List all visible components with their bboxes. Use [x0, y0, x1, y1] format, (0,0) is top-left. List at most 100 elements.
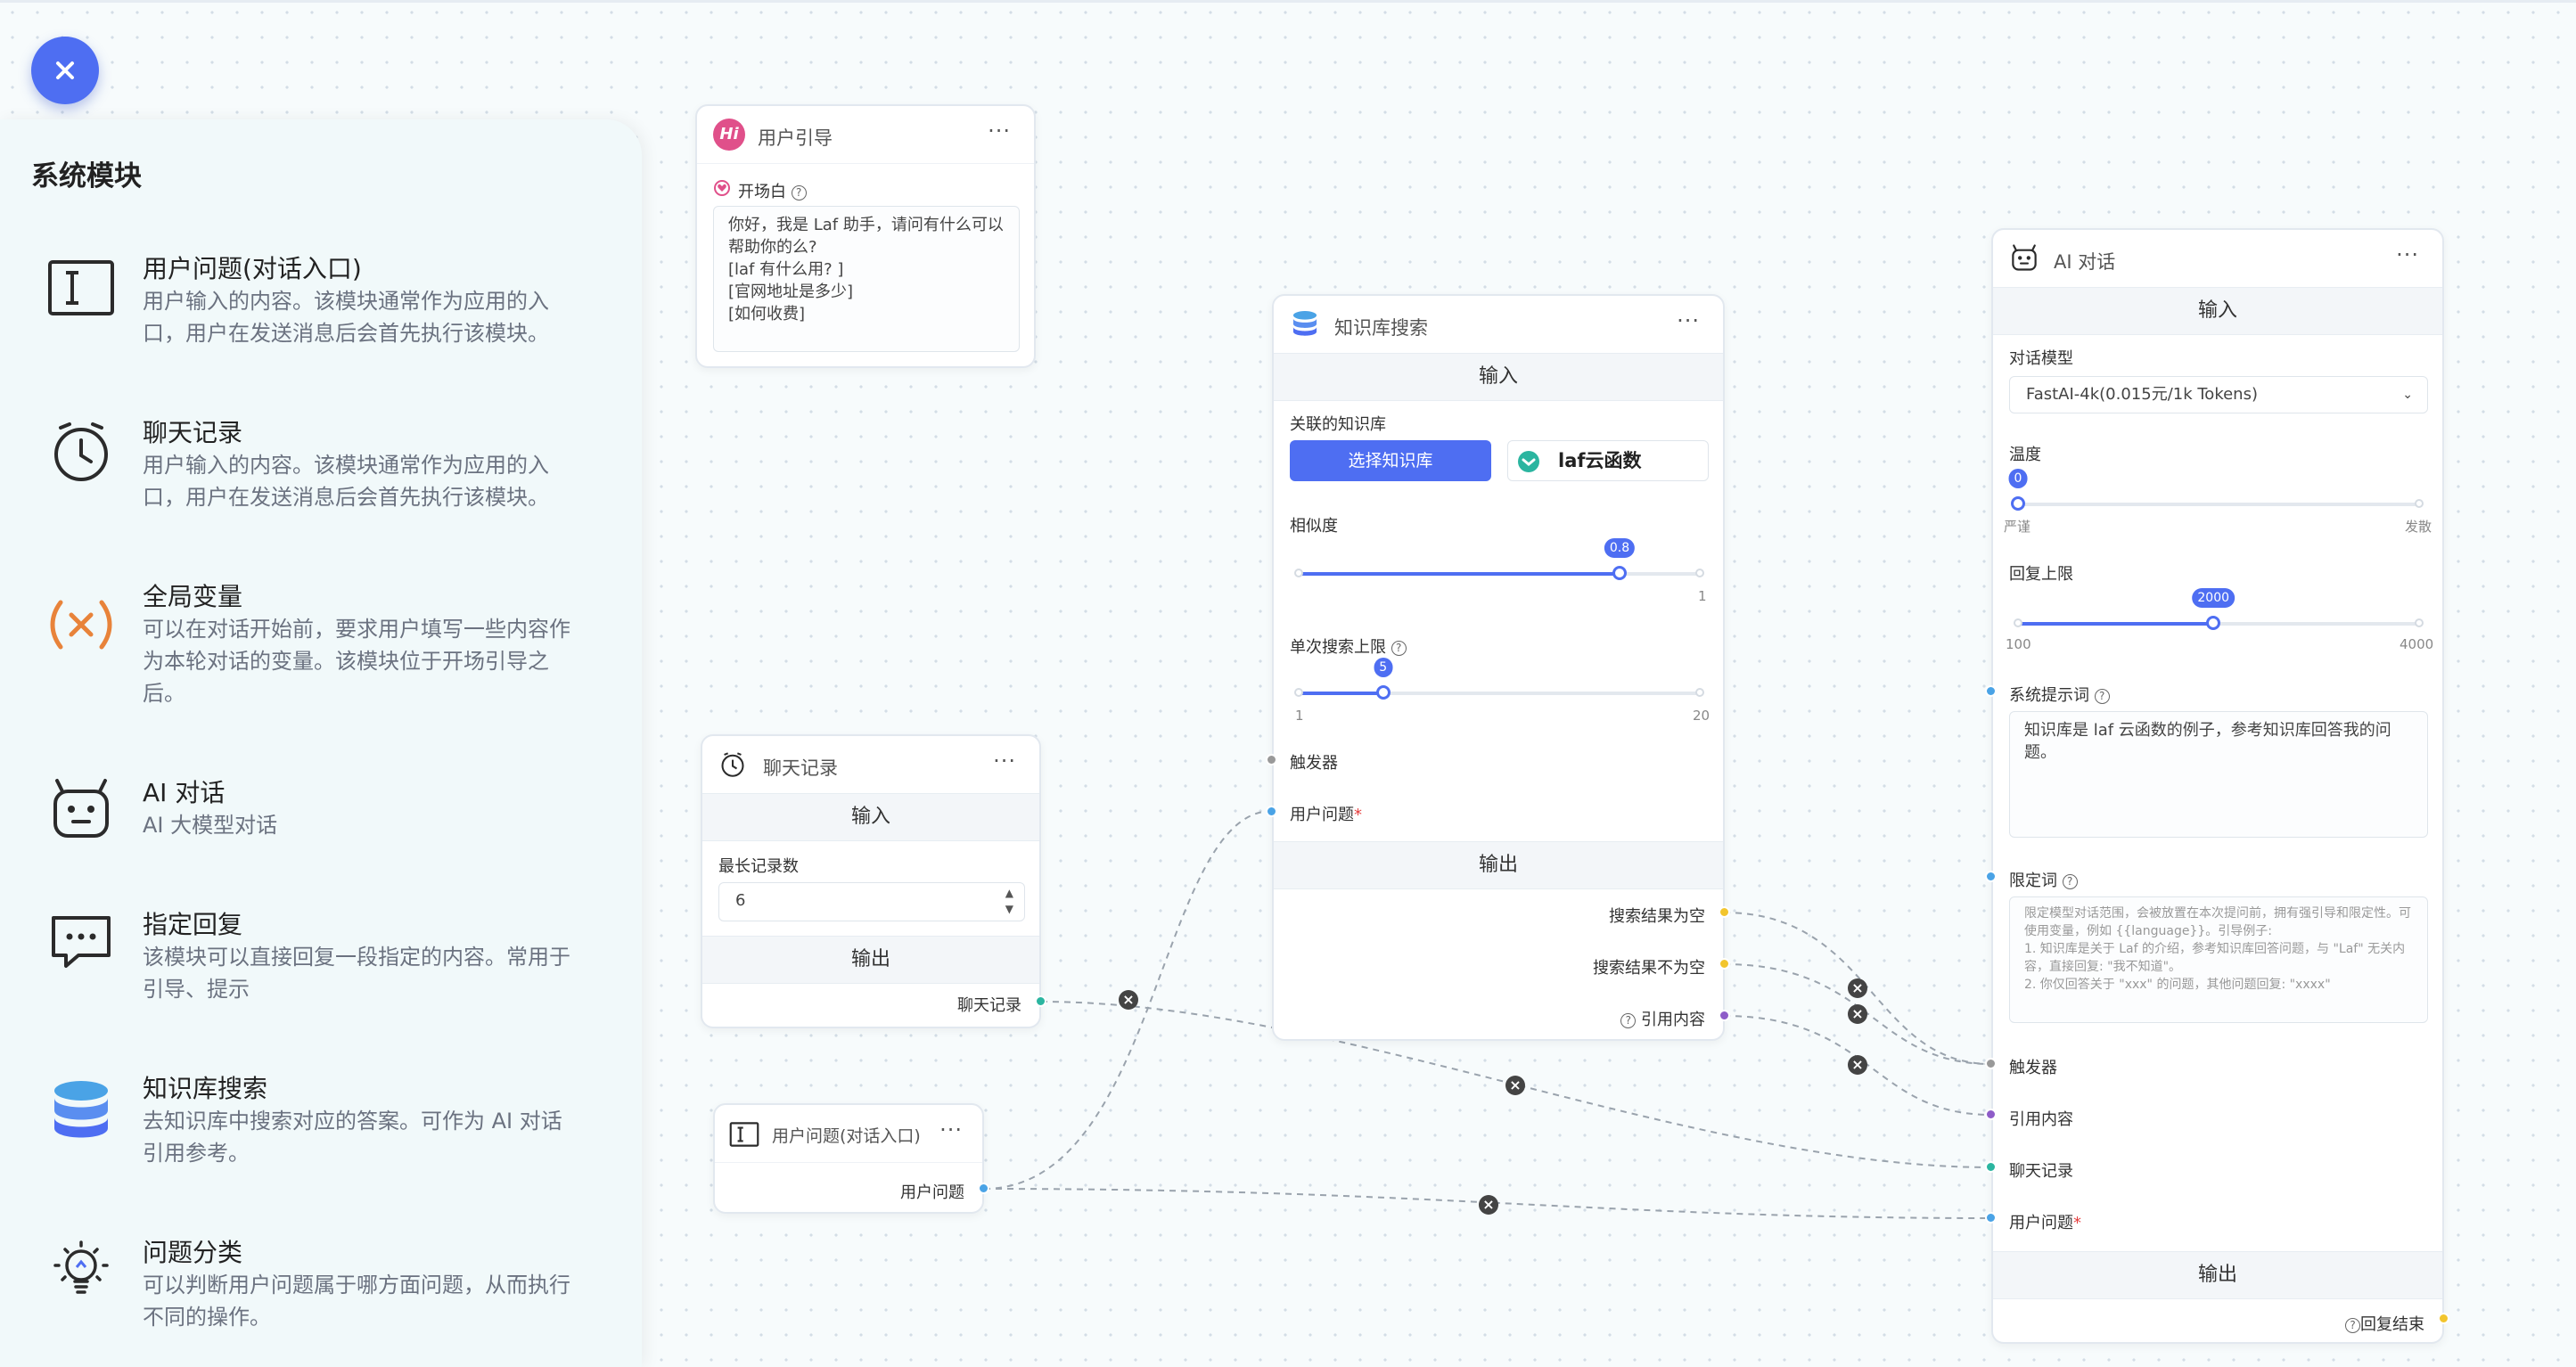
output-empty-label: 搜索结果为空 [1609, 907, 1705, 926]
edge-notempty-to-trigger [1723, 963, 1992, 1065]
limit-words-label: 限定词 ? [2009, 868, 2078, 891]
database-icon [1292, 311, 1317, 336]
similarity-slider-thumb[interactable] [1612, 566, 1627, 580]
node-kb-search[interactable]: 知识库搜索 ··· 输入 关联的知识库 选择知识库 laf云函数 相似度 0.8… [1272, 294, 1725, 1041]
chat-bubble-icon [52, 916, 111, 968]
kb-logo-icon [1518, 451, 1539, 472]
similarity-slider[interactable]: 0.8 [1294, 538, 1704, 580]
node-header[interactable]: 用户问题(对话入口) ··· [715, 1105, 982, 1163]
history-input-label: 聊天记录 [2009, 1162, 2073, 1181]
system-modules-panel: 系统模块 用户问题(对话入口) 用户输入的内容。该模块通常作为应用的入口，用户在… [0, 119, 642, 1367]
node-chat-history[interactable]: 聊天记录 ··· 输入 最长记录数 6 ▲▼ 输出 聊天记录 [701, 734, 1041, 1028]
help-icon[interactable]: ? [791, 184, 807, 201]
module-desc: AI 大模型对话 [143, 813, 278, 838]
node-header[interactable]: 知识库搜索 ··· [1274, 296, 1723, 354]
input-cursor-icon [729, 1122, 759, 1147]
ai-history-port[interactable] [1985, 1161, 1997, 1173]
edge-delete-button[interactable]: × [1848, 978, 1867, 998]
system-prompt-textarea[interactable]: 知识库是 laf 云函数的例子，参考知识库回答我的问题。 [2009, 711, 2428, 838]
kb-user-question-port[interactable] [1266, 806, 1277, 817]
node-header[interactable]: Hi 用户引导 ··· [697, 106, 1034, 164]
output-section-bar: 输出 [702, 936, 1039, 984]
limit-words-textarea[interactable]: 限定模型对话范围，会被放置在本次提问前，拥有强引导和限定性。可使用变量，例如 {… [2009, 896, 2428, 1023]
module-title: 指定回复 [143, 910, 243, 939]
ai-user-question-port[interactable] [1985, 1212, 1997, 1224]
node-user-guide[interactable]: Hi 用户引导 ··· 开场白 ? 你好，我是 Laf 助手，请问有什么可以帮助… [695, 104, 1036, 368]
slider-end-dot [2415, 618, 2424, 627]
edge-delete-button[interactable]: × [1119, 990, 1138, 1010]
slider-end-dot [1695, 688, 1704, 697]
input-section-bar: 输入 [1993, 287, 2442, 335]
node-header[interactable]: 聊天记录 ··· [702, 736, 1039, 794]
bulb-icon [53, 1240, 109, 1294]
stepper-arrows-icon[interactable]: ▲▼ [1005, 887, 1013, 915]
node-menu-button[interactable]: ··· [939, 1117, 963, 1142]
history-output-port[interactable] [1035, 995, 1046, 1007]
ai-finish-output-port[interactable] [2438, 1313, 2449, 1324]
help-icon[interactable]: ? [2345, 1317, 2360, 1333]
node-menu-button[interactable]: ··· [988, 119, 1011, 143]
output-section-bar: 输出 [1993, 1251, 2442, 1299]
chevron-down-icon: ⌄ [2402, 388, 2413, 402]
node-user-question[interactable]: 用户问题(对话入口) ··· 用户问题 [713, 1103, 984, 1214]
opening-textarea[interactable]: 你好，我是 Laf 助手，请问有什么可以帮助你的么? [laf 有什么用? ] … [713, 206, 1020, 352]
node-menu-button[interactable]: ··· [1677, 308, 1700, 333]
ai-limit-words-port[interactable] [1985, 871, 1997, 882]
help-icon[interactable]: ? [1620, 1012, 1637, 1028]
temperature-label: 温度 [2009, 446, 2041, 464]
temperature-slider-thumb[interactable] [2011, 496, 2025, 511]
panel-title: 系统模块 [31, 160, 142, 192]
help-icon[interactable]: ? [1391, 640, 1407, 656]
output-history-label: 聊天记录 [957, 996, 1021, 1015]
ai-trigger-port[interactable] [1985, 1058, 1997, 1069]
kb-trigger-port[interactable] [1266, 754, 1277, 765]
output-user-question-label: 用户问题 [900, 1183, 964, 1202]
module-title: 问题分类 [143, 1238, 243, 1267]
node-menu-button[interactable]: ··· [2396, 242, 2419, 267]
max-history-label: 最长记录数 [718, 857, 799, 876]
top-border [0, 0, 2576, 3]
question-output-port[interactable] [978, 1183, 989, 1194]
module-desc: 该模块可以直接回复一段指定的内容。常用于引导、提示 [143, 945, 570, 1002]
max-reply-slider[interactable]: 2000 [2014, 588, 2424, 630]
search-limit-slider-thumb[interactable] [1375, 685, 1391, 700]
kb-empty-output-port[interactable] [1719, 906, 1730, 918]
close-panel-button[interactable] [31, 37, 99, 104]
edge-delete-button[interactable]: × [1479, 1195, 1498, 1215]
node-menu-button[interactable]: ··· [993, 749, 1016, 774]
module-title: 用户问题(对话入口) [143, 254, 362, 283]
edge-delete-button[interactable]: × [1848, 1055, 1867, 1075]
temperature-slider[interactable]: 0 [2008, 469, 2424, 511]
ai-quote-port[interactable] [1985, 1109, 1997, 1120]
kb-quote-output-port[interactable] [1719, 1010, 1730, 1021]
model-select[interactable]: FastAI-4k(0.015元/1k Tokens) ⌄ [2009, 376, 2428, 413]
kb-chip[interactable]: laf云函数 [1507, 440, 1709, 481]
output-quote-label: ? 引用内容 [1620, 1007, 1705, 1030]
edge-delete-button[interactable]: × [1505, 1076, 1525, 1095]
node-title: AI 对话 [2054, 251, 2116, 273]
max-history-input[interactable]: 6 ▲▼ [718, 882, 1025, 921]
help-icon[interactable]: ? [2094, 688, 2110, 704]
node-header[interactable]: AI 对话 ··· [1993, 230, 2442, 288]
input-section-bar: 输入 [1274, 353, 1723, 401]
slider-start-dot [2014, 618, 2022, 627]
similarity-max: 1 [1698, 588, 1707, 604]
ai-system-prompt-port[interactable] [1985, 685, 1997, 697]
max-reply-slider-thumb[interactable] [2206, 616, 2221, 630]
output-not-empty-label: 搜索结果不为空 [1593, 959, 1705, 978]
opening-label: 开场白 ? [738, 179, 807, 202]
slider-start-dot [1294, 569, 1303, 577]
trigger-input-label: 触发器 [1290, 754, 1338, 773]
model-label: 对话模型 [2009, 349, 2073, 368]
select-kb-button[interactable]: 选择知识库 [1290, 440, 1491, 481]
max-reply-slider-fill [2018, 622, 2214, 626]
help-icon[interactable]: ? [2062, 873, 2078, 889]
module-title: 聊天记录 [143, 418, 243, 447]
edge-delete-button[interactable]: × [1848, 1004, 1867, 1024]
temperature-value-badge: 0 [2008, 469, 2028, 488]
kb-not-empty-output-port[interactable] [1719, 958, 1730, 970]
module-title: AI 对话 [143, 778, 226, 807]
node-ai-chat[interactable]: AI 对话 ··· 输入 对话模型 FastAI-4k(0.015元/1k To… [1991, 228, 2444, 1344]
search-limit-slider[interactable]: 5 [1294, 658, 1704, 700]
